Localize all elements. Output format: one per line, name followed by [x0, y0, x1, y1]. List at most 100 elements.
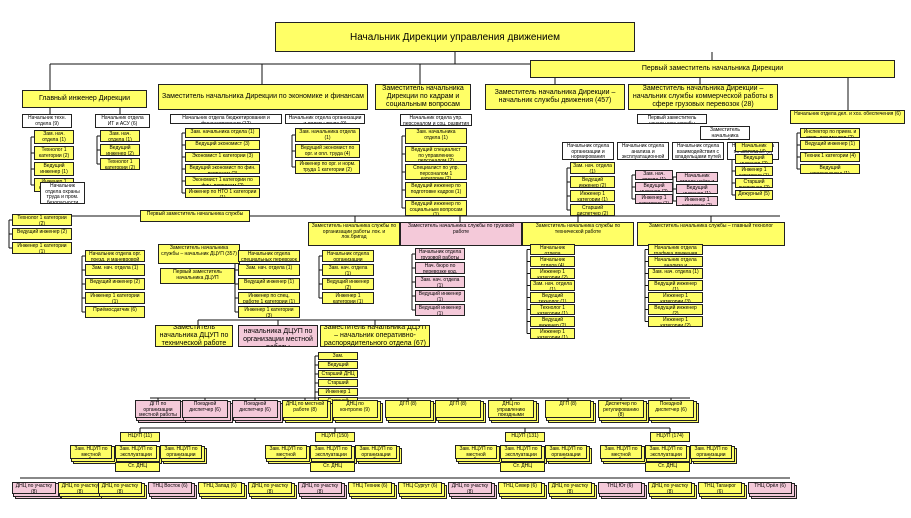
movement-item-1: Ведущий инженер (2): [570, 176, 615, 188]
bottom-box-4: ТНЦ Запад (6): [198, 482, 242, 494]
cargo-item-0: Начальник отдела грузовой работы (5): [415, 248, 465, 260]
bottom-box-10: ТНЦ Север (6): [498, 482, 542, 494]
support-item-2: Техник 1 категории (4): [800, 152, 860, 162]
deputy-econ-box: Заместитель начальника Дирекции по эконо…: [158, 84, 368, 110]
cargo-item-1: Нач. бюро по перевозке код. грузов (6): [415, 262, 465, 274]
row-box-9: Диспетчер по регулированию (8): [598, 400, 644, 418]
plan-item-4: Экономист 1 категории по фин. вопросам (…: [185, 176, 260, 186]
ncup-3-item-1: Зам. НЦУП по эксплуатации: [645, 445, 687, 459]
ncup-box-0: НЦУП (11): [120, 432, 160, 442]
first-deputy-box: Первый заместитель начальника Дирекции: [530, 60, 895, 78]
org-item-1: Зам. нач. отдела (1): [322, 264, 374, 276]
tech-item2-0: Начальник отдела обеспечения безопасност…: [530, 244, 575, 255]
plan-item-0: Зам. начальника отдела (1): [185, 128, 260, 138]
tech-item2-6: Ведущий инженер (2): [530, 316, 575, 327]
tech-item-2: Ведущий инженер (1): [34, 162, 74, 176]
chief-tech-item-2: Зам. нач. отдела (1): [648, 268, 703, 279]
hr-item-2: Специалист по упр. персоналом 1 категори…: [405, 164, 467, 180]
dep-dcup-ops-box: Заместитель начальника ДЦУП – начальник …: [320, 325, 430, 347]
ncup-2-item-2: Зам. НЦУП по организации работы: [545, 445, 587, 459]
dep-org-box: Заместитель начальника службы по организ…: [308, 222, 400, 246]
chief-tech-item-5: Ведущий инженер (2): [648, 304, 703, 315]
chief-tech-item-3: Ведущий инженер (1): [648, 280, 703, 291]
ncup-3-item-2: Зам. НЦУП по организации работы: [690, 445, 732, 459]
plan-dept-box: Начальник отдела бюджетирования и финанс…: [170, 114, 282, 124]
cargo-item-3: Ведущий инженер (1): [415, 290, 465, 302]
hr-item-1: Ведущий специалист по управлению персона…: [405, 146, 467, 162]
dep-cargo-box: Заместитель начальника службы по грузово…: [400, 222, 522, 246]
row-box-10: Поездной диспетчер (6): [648, 400, 694, 418]
ncup-0-item-2: Зам. НЦУП по организации работы: [160, 445, 202, 459]
bottom-box-9: ДНЦ по участку (8): [448, 482, 492, 494]
ncup-2-item-0: Зам. НЦУП по местной работе: [455, 445, 497, 459]
ncup-1-item-1: Зам. НЦУП по эксплуатации: [310, 445, 352, 459]
org-item-3: Инженер 1 категории (1): [322, 292, 374, 304]
dcup-item-1: Зам. нач. отдела (1): [238, 264, 300, 276]
safety-item-2: Инженер 1 категории (1): [12, 242, 72, 254]
row-box-7: ДНЦ по управлению поездными перевозками …: [488, 400, 534, 418]
ncup-1-item-2: Зам. НЦУП по организации работы: [355, 445, 397, 459]
movement-item-2: Инженер 1 категории (1): [570, 190, 615, 202]
org-item-2: Ведущий инженер (2): [322, 278, 374, 290]
head-support-box: Начальник отдела дел. и хоз. обеспечения…: [790, 110, 905, 124]
commerce-item-2: Инженер 1 категории (2): [676, 196, 718, 206]
ncup-0-item-1: Зам. НЦУП по эксплуатации: [115, 445, 157, 459]
labor-item-1: Ведущий экономист по орг. и опл. труда (…: [295, 144, 360, 158]
left-item-3: Инженер 1 категории (1): [85, 292, 145, 304]
row-box-2: Поездной диспетчер (6): [232, 400, 278, 418]
commerce-item-1: Ведущий инженер (1): [676, 184, 718, 194]
deputy-movement-box: Заместитель начальника Дирекции – началь…: [485, 84, 625, 110]
movement-item-0: Зам. нач. отдела (1): [570, 162, 615, 174]
ncup-1-dnc: Ст. ДНЦ: [310, 462, 355, 472]
movement-sec-item-1: Ведущий инженер (2): [635, 182, 673, 192]
hr-dept-box: Начальник отдела упр. персоналом и соц. …: [400, 114, 472, 126]
tech-item2-1: Начальник отдела (4): [530, 256, 575, 267]
bottom-box-2: ДНЦ по участку (8): [98, 482, 142, 494]
left-item-4: Приёмосдатчик (6): [85, 306, 145, 318]
cargo-item-4: Ведущий инженер (1): [415, 304, 465, 316]
dep-dcup-local-box: Заместитель начальника ДЦУП по организац…: [238, 325, 318, 347]
bottom-box-7: ТНЦ Техник (6): [348, 482, 392, 494]
dep-dcup-box: Заместитель начальника службы – начальни…: [158, 244, 240, 264]
chief-tech-item-4: Инженер 1 категории (3): [648, 292, 703, 303]
movement-dep-item-4: Дежурный (5): [735, 190, 773, 200]
tech-item2-4: Ведущий технолог (1): [530, 292, 575, 303]
hr-item-3: Ведущий инженер по подготовке кадров (1): [405, 182, 467, 198]
chief-tech-item-6: Инженер 1 категории (2): [648, 316, 703, 327]
safety-item-0: Технолог 1 категории (2): [12, 214, 72, 226]
asu-item-1: Ведущий инженер (2): [100, 144, 140, 156]
fdep-service-box: Первый заместитель начальника службы: [140, 210, 250, 222]
ncup-0-item-0: Зам. НЦУП по местной работе: [70, 445, 112, 459]
movement-item-3: Старший диспетчер (2): [570, 204, 615, 216]
safety-dept-box: Начальник отдела охраны труда и пром. бе…: [40, 182, 85, 204]
tech-item-1: Технолог 1 категории (2): [34, 146, 74, 160]
bottom-box-1: ДНЦ по участку (8): [58, 482, 102, 494]
chief-tech-item-0: Начальник отдела графика движения (10): [648, 244, 703, 255]
movement-sec-2: Начальник отдела взаимодействия с владел…: [672, 142, 724, 160]
ncup-box-3: НЦУП (174): [650, 432, 690, 442]
ncup-1-item-0: Зам. НЦУП по местной работе: [265, 445, 307, 459]
tech-item-0: Зам. нач. отдела (1): [34, 130, 74, 144]
dep-chief-tech-box: Заместитель начальника службы – главный …: [637, 222, 785, 246]
ncup-2-dnc: Ст. ДНЦ: [500, 462, 545, 472]
hr-item-4: Ведущий инженер по социальным вопросам (…: [405, 200, 467, 216]
head-box: Начальник Дирекции управления движением: [275, 22, 635, 52]
bottom-box-6: ДНЦ по участку (8): [298, 482, 342, 494]
bottom-box-14: ТНЦ Таганрог (6): [698, 482, 742, 494]
ops-item-4: Инженер 1 категории (1): [318, 388, 358, 396]
dep-head-service-box: Заместитель начальника службы: [700, 126, 750, 140]
movement-sec-0: Начальник отдела организации и нормирова…: [562, 142, 614, 160]
ops-item-0: Зам. начальника отдела (1): [318, 352, 358, 360]
dep-tech-box: Заместитель начальника службы по техниче…: [522, 222, 634, 246]
movement-sec-item-0: Зам. нач. отдела (1): [635, 170, 673, 180]
ops-item-2: Старший ДНЦ по руководству дежурным перс…: [318, 370, 358, 378]
left-item-1: Зам. нач. отдела (1): [85, 264, 145, 276]
tech-item2-7: Инженер 1 категории (1): [530, 328, 575, 339]
row-box-4: ДНЦ по контролю (9): [332, 400, 378, 418]
chief-engineer-box: Главный инженер Дирекции: [22, 90, 147, 108]
bottom-box-13: ДНЦ по участку (8): [648, 482, 692, 494]
bottom-box-5: ДНЦ по участку (8): [248, 482, 292, 494]
bottom-box-12: ТНЦ Юг (6): [598, 482, 642, 494]
left-item-0: Начальник отдела орг. поезд. и маневрово…: [85, 250, 145, 262]
